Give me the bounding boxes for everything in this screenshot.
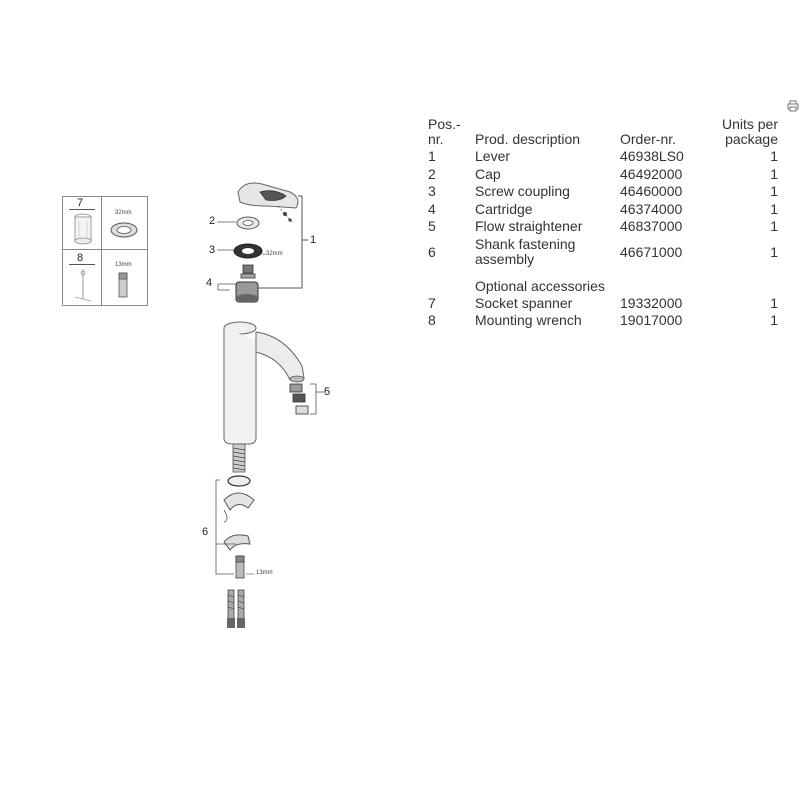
part-units: 1 bbox=[770, 148, 778, 165]
size-label-32mm: 32mm bbox=[115, 210, 132, 216]
table-row: 3 Screw coupling 46460000 1 bbox=[428, 183, 778, 201]
mounting-wrench-illustration bbox=[74, 269, 92, 302]
part-pos: 4 bbox=[428, 200, 436, 217]
part-pos: 3 bbox=[428, 183, 436, 200]
faucet-exploded-illustration bbox=[215, 182, 326, 628]
accessory-number-7: 7 bbox=[77, 197, 84, 209]
spacer-row bbox=[428, 269, 778, 278]
part-pos: 1 bbox=[428, 148, 436, 165]
part-order-nr: 19017000 bbox=[620, 312, 683, 329]
part-description: Cartridge bbox=[475, 200, 533, 217]
table-row: 7 Socket spanner 19332000 1 bbox=[428, 295, 778, 313]
table-row: 5 Flow straightener 46837000 1 bbox=[428, 218, 778, 236]
part-units: 1 bbox=[770, 183, 778, 200]
part-order-nr: 46492000 bbox=[620, 165, 683, 182]
table-row: 1 Lever 46938LS0 1 bbox=[428, 148, 778, 166]
size-label-32mm: 32mm bbox=[266, 251, 283, 257]
part-units: 1 bbox=[770, 218, 778, 235]
divider bbox=[69, 264, 95, 265]
part-order-nr: 46837000 bbox=[620, 218, 683, 235]
part-units: 1 bbox=[770, 294, 778, 311]
part-pos: 6 bbox=[428, 243, 436, 260]
callout-1: 1 bbox=[310, 234, 317, 246]
divider bbox=[63, 249, 147, 250]
part-order-nr: 46671000 bbox=[620, 243, 683, 260]
part-pos: 7 bbox=[428, 294, 436, 311]
part-pos: 8 bbox=[428, 312, 436, 329]
header-units-per-package: Units per package bbox=[721, 116, 778, 147]
callout-2: 2 bbox=[209, 215, 216, 227]
part-pos: 2 bbox=[428, 165, 436, 182]
printer-icon[interactable] bbox=[787, 100, 799, 112]
socket-spanner-illustration bbox=[74, 213, 92, 245]
part-units: 1 bbox=[770, 165, 778, 182]
part-order-nr: 46938LS0 bbox=[620, 148, 684, 165]
part-description: Flow straightener bbox=[475, 218, 583, 235]
table-row: 6 Shank fastening assembly 46671000 1 bbox=[428, 236, 778, 269]
callout-4: 4 bbox=[206, 277, 213, 289]
callout-6: 6 bbox=[202, 526, 209, 538]
part-description: Shank fastening assembly bbox=[475, 236, 576, 267]
table-row: 8 Mounting wrench 19017000 1 bbox=[428, 312, 778, 330]
part-units: 1 bbox=[770, 200, 778, 217]
part-description: Cap bbox=[475, 165, 501, 182]
size-label-13mm: 13mm bbox=[256, 570, 273, 576]
part-units: 1 bbox=[770, 243, 778, 260]
table-row: Optional accessories bbox=[428, 278, 778, 295]
callout-3: 3 bbox=[209, 244, 216, 256]
size-label-13mm: 13mm bbox=[115, 262, 132, 268]
accessories-illustration: 7 8 32mm 13mm bbox=[62, 196, 148, 306]
spare-parts-table: Pos.-nr. Prod. description Order-nr. Uni… bbox=[428, 117, 778, 330]
socket-13mm-illustration bbox=[118, 272, 128, 298]
header-description: Prod. description bbox=[475, 131, 581, 147]
table-row: 2 Cap 46492000 1 bbox=[428, 166, 778, 184]
part-description: Lever bbox=[475, 148, 511, 165]
header-order-nr: Order-nr. bbox=[620, 131, 677, 147]
part-order-nr: 19332000 bbox=[620, 294, 683, 311]
part-order-nr: 46374000 bbox=[620, 200, 683, 217]
ring-nut-illustration bbox=[110, 222, 138, 238]
part-description: Mounting wrench bbox=[475, 312, 582, 329]
divider bbox=[69, 209, 95, 210]
exploded-view-drawing: 1 2 3 4 5 6 32mm 13mm bbox=[190, 170, 350, 640]
table-row: 4 Cartridge 46374000 1 bbox=[428, 201, 778, 219]
part-description: Socket spanner bbox=[475, 294, 573, 311]
callout-5: 5 bbox=[324, 386, 331, 398]
part-pos: 5 bbox=[428, 218, 436, 235]
part-units: 1 bbox=[770, 312, 778, 329]
part-order-nr: 46460000 bbox=[620, 183, 683, 200]
header-pos-nr: Pos.-nr. bbox=[428, 116, 461, 147]
divider bbox=[101, 197, 102, 305]
part-description: Screw coupling bbox=[475, 183, 570, 200]
table-header-row: Pos.-nr. Prod. description Order-nr. Uni… bbox=[428, 117, 778, 148]
accessory-number-8: 8 bbox=[77, 252, 84, 264]
optional-accessories-heading: Optional accessories bbox=[475, 277, 605, 294]
